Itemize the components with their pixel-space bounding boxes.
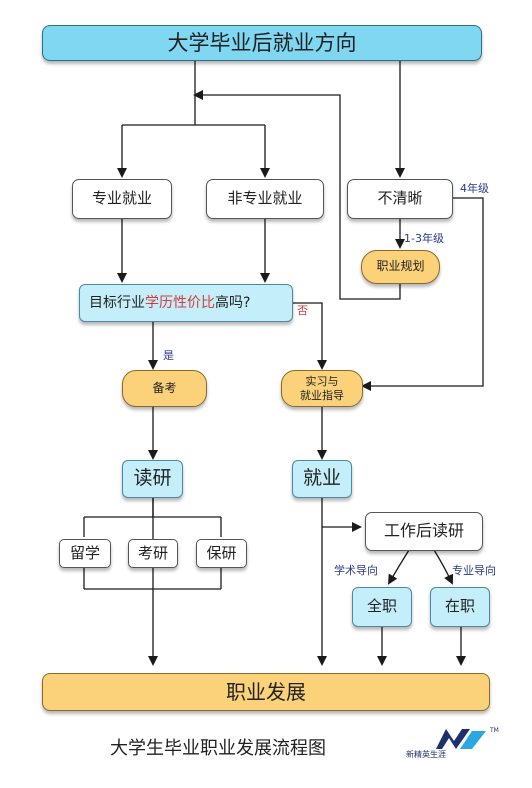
brand-logo-mark: [436, 729, 486, 749]
node-in-service: 在职: [430, 587, 490, 627]
label-no: 否: [297, 304, 308, 317]
node-prep-exam: 备考: [122, 370, 207, 407]
node-unclear: 不清晰: [347, 179, 453, 219]
edge-workstudy-to-inservice: [433, 549, 454, 585]
edge-target-to-internship: [293, 302, 327, 370]
node-study-abroad: 留学: [59, 539, 111, 568]
label-academic: 学术导向: [334, 564, 378, 577]
top-node-career-direction: 大学毕业后就业方向: [42, 25, 482, 61]
node-employment: 就业: [292, 460, 352, 498]
edge-planning-loop: [193, 90, 401, 300]
node-career-development: 职业发展: [42, 673, 490, 711]
node-career-planning: 职业规划: [361, 250, 440, 284]
brand-logo-tm: TM: [490, 727, 499, 734]
label-professional: 专业导向: [452, 564, 496, 577]
node-exam-grad: 考研: [128, 539, 178, 568]
target-prefix: 目标行业: [89, 294, 145, 311]
edge-workstudy-to-fulltime: [387, 549, 410, 585]
node-work-then-study: 工作后读研: [365, 512, 483, 551]
node-grad-study: 读研: [122, 460, 183, 498]
brand-logo-text: 新精英生涯: [406, 750, 446, 759]
label-grade-4: 4年级: [460, 182, 489, 195]
figure-caption: 大学生毕业职业发展流程图: [110, 738, 326, 759]
label-grade-1-3: 1-3年级: [404, 232, 444, 245]
internship-line2: 就业指导: [300, 388, 344, 402]
brand-logo: 新精英生涯 TM: [406, 727, 506, 767]
node-nonmajor-job: 非专业就业: [206, 179, 324, 219]
node-target-question: 目标行业学历性价比高吗?: [79, 284, 293, 322]
target-suffix: 高吗?: [215, 294, 251, 311]
internship-line1: 实习与: [305, 375, 339, 389]
node-full-time: 全职: [352, 587, 412, 627]
node-recommended-grad: 保研: [196, 539, 247, 568]
node-major-job: 专业就业: [72, 179, 172, 219]
target-highlight: 学历性价比: [145, 294, 215, 311]
node-internship: 实习与 就业指导: [281, 370, 363, 407]
edge-unclear-to-internship: [361, 197, 484, 391]
label-yes: 是: [163, 349, 174, 362]
